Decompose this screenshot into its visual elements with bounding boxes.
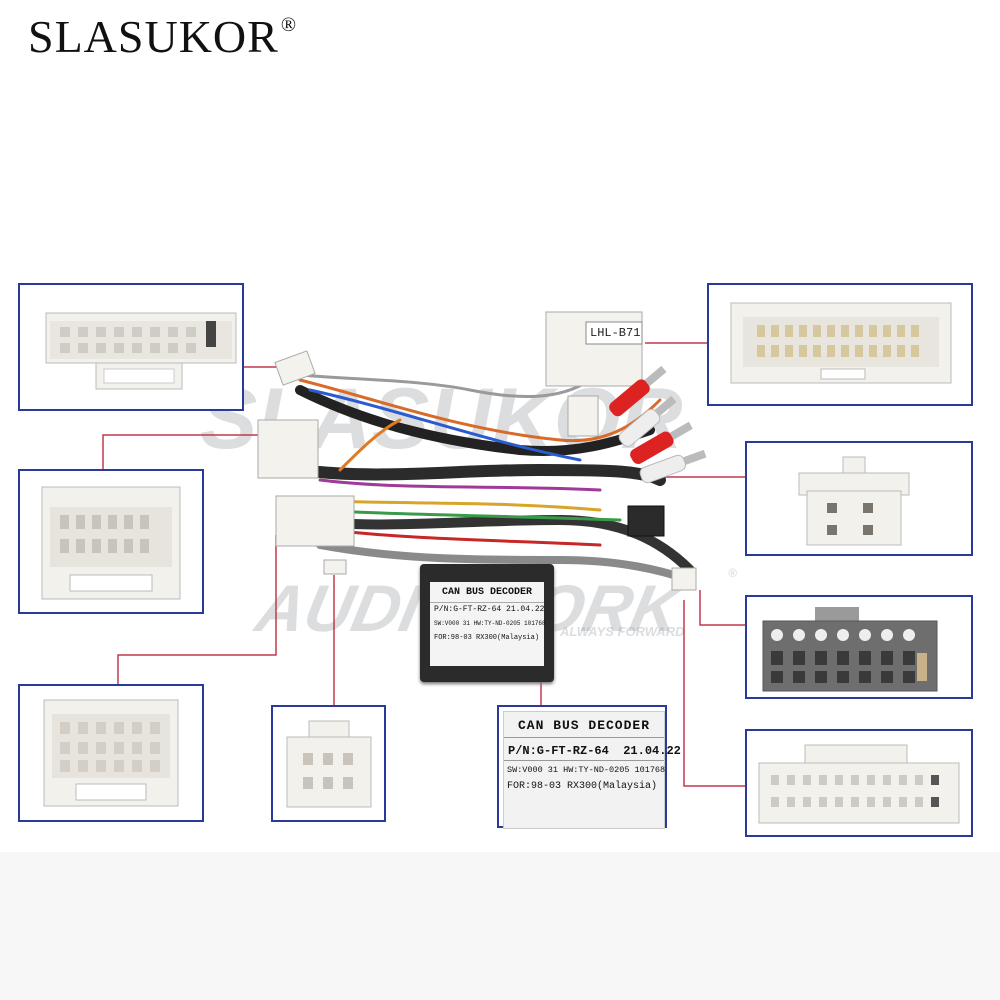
- watermark-tagline: ALWAYS FORWARD: [560, 624, 685, 639]
- connector-panel-bottom-center: [271, 705, 386, 822]
- can-bus-decoder-module: CAN BUS DECODER P/N:G-FT-RZ-64 21.04.22 …: [420, 564, 554, 682]
- connector-20pin-image: [45, 312, 237, 390]
- decoder-label-zoom-fitment: FOR:98-03 RX300(Malaysia): [507, 781, 658, 792]
- leader-lines: [102, 342, 745, 787]
- connector-16pin-image: [41, 486, 181, 600]
- connector-6pin-image: [286, 720, 372, 808]
- cable-bundle: [294, 373, 695, 584]
- connector-18pin-image: [43, 699, 179, 807]
- watermark-mark: ®: [728, 566, 737, 580]
- decoder-label-zoom-part: P/N:G-FT-RZ-64 21.04.22: [504, 738, 681, 761]
- decoder-fitment: FOR:98-03 RX300(Malaysia): [434, 634, 540, 642]
- connector-panel-top-left: [18, 283, 244, 411]
- connector-panel-left-3: [18, 684, 204, 822]
- connector-panel-right-4: [745, 729, 973, 837]
- harness-connectors: [257, 311, 697, 591]
- rca-plugs: [609, 365, 707, 484]
- connector-4pin-image: [798, 456, 910, 546]
- connector-panel-top-right: [707, 283, 973, 406]
- brand-logo: SLASUKOR®: [28, 11, 298, 62]
- connector-iso-grey-image: [762, 607, 938, 692]
- bottom-band: [0, 852, 1000, 1000]
- connector-22pin-image: [758, 744, 960, 824]
- tag-box: [585, 321, 643, 345]
- decoder-label-zoom-version: SW:V000 31 HW:TY-ND-0205 101768: [507, 765, 666, 775]
- connector-panel-left-2: [18, 469, 204, 614]
- connector-panel-right-2: [745, 441, 973, 556]
- harness-tag-label: LHL-B71: [590, 326, 641, 340]
- decoder-version: SW:V000 31 HW:TY-ND-0205 101768: [434, 620, 546, 627]
- decoder-label: CAN BUS DECODER P/N:G-FT-RZ-64 21.04.22 …: [430, 582, 546, 666]
- decoder-label-panel: CAN BUS DECODER P/N:G-FT-RZ-64 21.04.22 …: [497, 705, 681, 829]
- decoder-label-zoom: CAN BUS DECODER P/N:G-FT-RZ-64 21.04.22 …: [503, 711, 681, 829]
- connector-panel-right-3: [745, 595, 973, 699]
- decoder-title: CAN BUS DECODER: [430, 582, 544, 603]
- decoder-label-zoom-title: CAN BUS DECODER: [504, 712, 664, 738]
- connector-24pin-image: [730, 302, 952, 384]
- decoder-part-line: P/N:G-FT-RZ-64 21.04.22: [434, 605, 545, 614]
